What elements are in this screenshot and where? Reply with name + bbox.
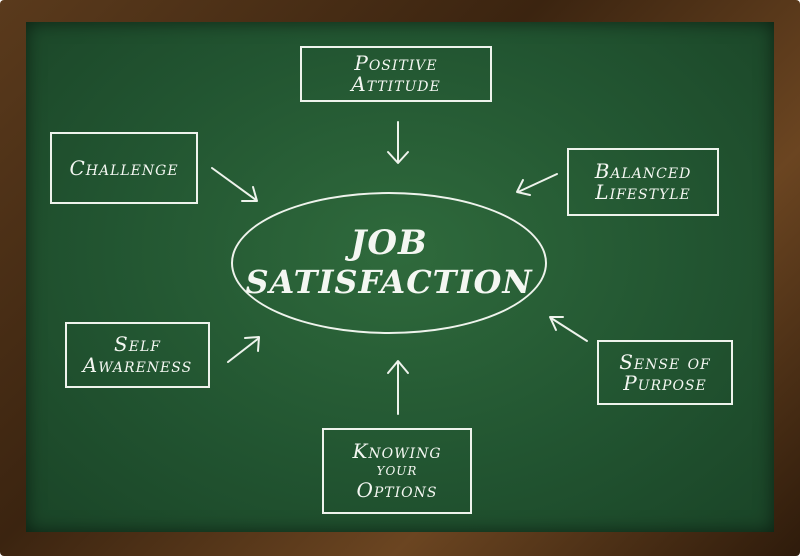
node-label: Positive — [354, 51, 438, 75]
node-label: Knowing — [352, 439, 442, 464]
arrow-from-positive-attitude — [387, 121, 409, 164]
node-label: Attitude — [351, 72, 441, 96]
center-label-line-1: JOB — [350, 223, 428, 264]
challenge-node: Challenge — [50, 132, 198, 204]
center-label-line-2: SATISFACTION — [245, 263, 533, 302]
arrow-from-knowing-your-options — [387, 360, 409, 415]
knowing-your-options-node: Knowing your Options — [322, 428, 472, 514]
node-label: Self — [114, 332, 161, 356]
node-label: Balanced — [594, 159, 692, 183]
balanced-lifestyle-node: Balanced Lifestyle — [567, 148, 719, 216]
self-awareness-node: Self Awareness — [65, 322, 210, 388]
job-satisfaction-node: JOB SATISFACTION — [231, 192, 547, 334]
node-label: Awareness — [82, 353, 193, 377]
node-label: Options — [356, 477, 438, 502]
sense-of-purpose-node: Sense of Purpose — [597, 340, 733, 405]
node-label: Lifestyle — [595, 180, 691, 204]
node-label: Challenge — [69, 155, 179, 180]
node-label: Purpose — [623, 370, 707, 395]
arrow-from-sense-of-purpose — [549, 316, 588, 342]
arrow-from-challenge — [211, 167, 258, 202]
arrow-from-balanced-lifestyle — [516, 173, 558, 196]
node-label: Sense of — [619, 349, 711, 374]
node-label: your — [376, 460, 418, 481]
arrow-from-self-awareness — [227, 336, 260, 363]
positive-attitude-node: Positive Attitude — [300, 46, 492, 102]
